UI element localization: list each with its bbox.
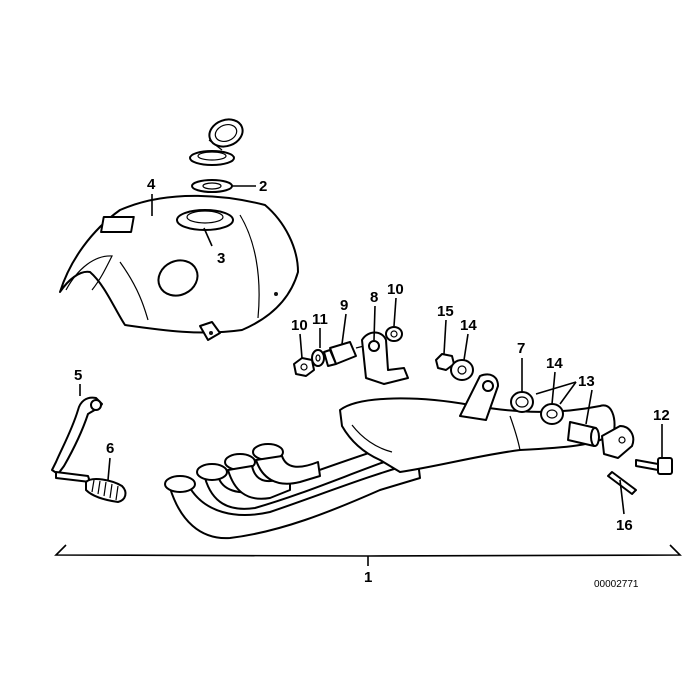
callout-1: 1 bbox=[364, 569, 372, 586]
tank-cap bbox=[208, 118, 244, 151]
rubber-part-14-lower bbox=[540, 403, 564, 425]
tank-cover bbox=[59, 194, 299, 341]
nut-part-10-left bbox=[293, 357, 315, 377]
callout-6: 6 bbox=[106, 440, 114, 457]
callout-7: 7 bbox=[517, 340, 525, 357]
footrest-rubber-part-6 bbox=[85, 478, 127, 503]
bracket-clamp bbox=[601, 425, 635, 459]
callout-8: 8 bbox=[370, 289, 378, 306]
callout-labels: 1 2 3 4 5 6 7 8 9 10 10 11 12 13 14 14 1… bbox=[74, 176, 670, 586]
callout-5: 5 bbox=[74, 367, 82, 384]
washer-part-11 bbox=[311, 349, 325, 367]
shift-lever-part-5 bbox=[51, 396, 103, 483]
callout-9: 9 bbox=[340, 297, 348, 314]
gasket-part-2 bbox=[191, 179, 233, 193]
exhaust-system-part-1 bbox=[164, 373, 616, 540]
callout-10-left: 10 bbox=[291, 317, 308, 334]
callout-14-lower: 14 bbox=[546, 355, 563, 372]
callout-12: 12 bbox=[653, 407, 670, 424]
clamp-ring-part-7 bbox=[510, 391, 534, 413]
callout-2: 2 bbox=[259, 178, 267, 195]
callout-10-right: 10 bbox=[387, 281, 404, 298]
sleeve-part-13 bbox=[567, 421, 600, 447]
callout-3: 3 bbox=[217, 250, 225, 267]
callout-13: 13 bbox=[578, 373, 595, 390]
document-number: 00002771 bbox=[594, 579, 639, 590]
cap-flange bbox=[189, 150, 235, 166]
nut-part-10-right bbox=[385, 326, 403, 342]
callout-14-upper: 14 bbox=[460, 317, 477, 334]
callout-11: 11 bbox=[312, 311, 328, 328]
callout-15: 15 bbox=[437, 303, 454, 320]
bolt-part-12 bbox=[635, 457, 673, 475]
cotter-pin-part-16 bbox=[607, 471, 637, 495]
bracket-part-8 bbox=[361, 331, 409, 385]
callout-4: 4 bbox=[147, 176, 156, 193]
rubber-part-14-upper bbox=[450, 359, 474, 381]
rubber-mount-part-9 bbox=[323, 341, 365, 367]
leader-lines bbox=[54, 185, 682, 566]
callout-16: 16 bbox=[616, 517, 633, 534]
